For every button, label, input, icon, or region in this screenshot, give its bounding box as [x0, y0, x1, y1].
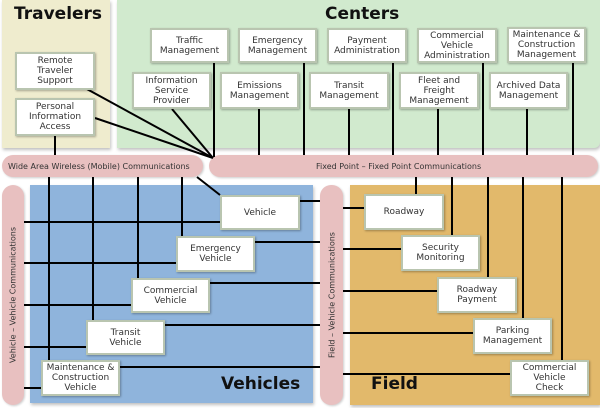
vehicle-vehicle-bar: Vehicle – Vehicle Communications	[2, 185, 24, 405]
emergency-vehicle[interactable]: Emergency Vehicle	[176, 236, 255, 272]
emergency-management[interactable]: Emergency Management	[238, 28, 317, 63]
vehicles-title: Vehicles	[221, 374, 301, 394]
security-monitoring[interactable]: Security Monitoring	[401, 235, 480, 271]
transit-management[interactable]: Transit Management	[309, 72, 389, 109]
traffic-management[interactable]: Traffic Management	[150, 28, 229, 63]
maintenance-construction-management[interactable]: Maintenance & Construction Management	[507, 27, 586, 63]
maintenance-construction-vehicle[interactable]: Maintenance & Construction Vehicle	[41, 360, 120, 396]
vehicle[interactable]: Vehicle	[220, 195, 300, 230]
information-service-provider[interactable]: Information Service Provider	[132, 72, 211, 109]
field-title: Field	[371, 374, 418, 394]
remote-traveler-support[interactable]: Remote Traveler Support	[15, 52, 95, 90]
roadway[interactable]: Roadway	[364, 194, 444, 230]
payment-administration[interactable]: Payment Administration	[327, 28, 407, 63]
commercial-vehicle-administration[interactable]: Commercial Vehicle Administration	[417, 28, 497, 63]
fleet-freight-management[interactable]: Fleet and Freight Management	[399, 72, 479, 109]
transit-vehicle[interactable]: Transit Vehicle	[86, 320, 165, 355]
commercial-vehicle-check[interactable]: Commercial Vehicle Check	[510, 360, 589, 396]
commercial-vehicle[interactable]: Commercial Vehicle	[131, 278, 210, 313]
roadway-payment[interactable]: Roadway Payment	[437, 277, 517, 313]
fixed-point-label: Fixed Point – Fixed Point Communications	[316, 161, 482, 171]
field-vehicle-bar: Field – Vehicle Communications	[320, 185, 343, 405]
emissions-management[interactable]: Emissions Management	[220, 72, 299, 109]
fixed-point-bar: Fixed Point – Fixed Point Communications	[209, 155, 598, 177]
archived-data-management[interactable]: Archived Data Management	[489, 72, 568, 109]
wide-area-wireless-bar: Wide Area Wireless (Mobile) Communicatio…	[2, 155, 203, 177]
personal-information-access[interactable]: Personal Information Access	[15, 98, 95, 136]
travelers-title: Travelers	[14, 4, 103, 24]
wide-area-wireless-label: Wide Area Wireless (Mobile) Communicatio…	[8, 161, 190, 171]
parking-management[interactable]: Parking Management	[473, 318, 552, 354]
centers-title: Centers	[325, 4, 400, 24]
